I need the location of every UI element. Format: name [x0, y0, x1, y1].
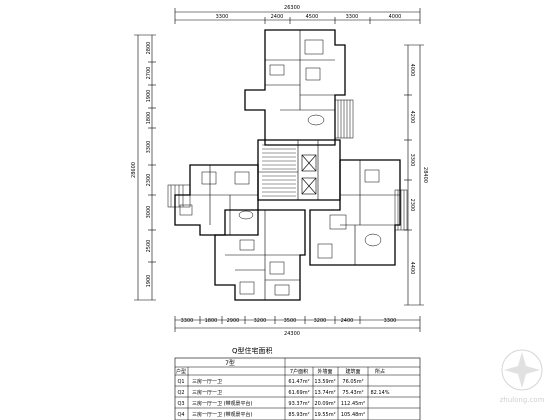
furniture — [179, 39, 382, 296]
table-row-desc: 三房一厅一卫 (带观景平台) — [192, 400, 253, 407]
table-row-type: Q2 — [177, 390, 184, 396]
table-row-build: 76.05m² — [342, 379, 363, 385]
table-row-ext: 19.55m² — [314, 412, 335, 418]
table-title: 7型 — [225, 359, 235, 367]
left-dim-6: 2300 — [146, 174, 152, 187]
left-dim-5: 3300 — [146, 141, 152, 154]
table-row-type: Q1 — [177, 379, 184, 385]
right-dim-4: 2300 — [409, 199, 415, 212]
table-header-build: 建筑面 — [345, 368, 360, 375]
table-row-ext: 20.09m² — [314, 401, 335, 407]
table-row-area: 85.93m² — [288, 412, 309, 418]
table-row-type: Q4 — [177, 412, 184, 418]
interior-partitions — [190, 30, 400, 300]
bottom-dim-3: 2900 — [227, 318, 240, 324]
bottom-dim-7: 2400 — [341, 318, 354, 324]
table-row-desc: 三房一厅一卫 — [192, 389, 222, 396]
table-header-type: 户型 — [176, 368, 186, 375]
right-dim-3: 3300 — [409, 154, 415, 167]
watermark-text: zhulong.com — [500, 396, 545, 404]
table-row-desc: 三房一厅一卫 — [192, 378, 222, 385]
top-overall-dim: 26300 — [284, 5, 300, 11]
table-row-build: 75.43m² — [342, 390, 363, 396]
top-dim-2: 2400 — [271, 14, 284, 20]
top-dim-3: 4500 — [306, 14, 319, 20]
table-row-share: 82.14% — [370, 390, 389, 396]
left-dim-4: 1800 — [146, 112, 152, 125]
table-header-area: 7户面积 — [290, 368, 308, 375]
top-dim-4: 3300 — [346, 14, 359, 20]
bottom-dim-8: 3300 — [384, 318, 397, 324]
table-row-ext: 13.59m² — [314, 379, 335, 385]
table-header-share: 所占 — [375, 368, 385, 375]
left-dim-7: 3000 — [146, 206, 152, 219]
watermark-logo: zhulong.com — [500, 349, 545, 404]
left-dim-8: 2500 — [146, 240, 152, 253]
bottom-overall-dim: 24300 — [284, 331, 300, 337]
left-overall-dim: 28600 — [131, 162, 137, 178]
bottom-dim-4: 3200 — [254, 318, 267, 324]
table-row-ext: 13.74m² — [314, 390, 335, 396]
bottom-dim-1: 3300 — [181, 318, 194, 324]
bottom-dim-2: 1800 — [205, 318, 218, 324]
left-dim-1: 2800 — [146, 42, 152, 55]
building-outline — [174, 29, 401, 301]
stair-hatch — [262, 144, 296, 197]
table-row-desc: 三房一厅一卫 (带观景平台) — [192, 411, 253, 418]
top-dim-5: 4000 — [389, 14, 402, 20]
left-dim-3: 1900 — [146, 90, 152, 103]
bottom-dim-6: 3200 — [314, 318, 327, 324]
dimension-lines — [134, 8, 424, 332]
bottom-dim-5: 3500 — [284, 318, 297, 324]
right-dim-2: 4200 — [409, 111, 415, 124]
area-table: 7型 户型 7户面积 外墙面 建筑面 所占 Q1 三房一厅一卫 61.47m² … — [174, 357, 421, 420]
table-row-type: Q3 — [177, 401, 184, 407]
table-row-area: 93.37m² — [288, 401, 309, 407]
balconies — [167, 99, 408, 231]
table-row-build: 112.45m² — [341, 401, 365, 407]
plan-caption: Q型住宅面积 — [232, 346, 273, 355]
table-row-area: 61.47m² — [288, 379, 309, 385]
elevator-shafts — [301, 154, 317, 195]
table-row-build: 105.48m² — [341, 412, 365, 418]
right-dim-1: 4000 — [409, 64, 415, 77]
table-header-ext: 外墙面 — [317, 368, 332, 375]
left-dim-2: 2700 — [146, 67, 152, 80]
left-dim-9: 1900 — [146, 275, 152, 288]
table-row-area: 61.69m² — [288, 390, 309, 396]
right-overall-dim: 28400 — [422, 167, 428, 183]
top-dim-1: 3300 — [216, 14, 229, 20]
right-dim-5: 4400 — [409, 262, 415, 275]
